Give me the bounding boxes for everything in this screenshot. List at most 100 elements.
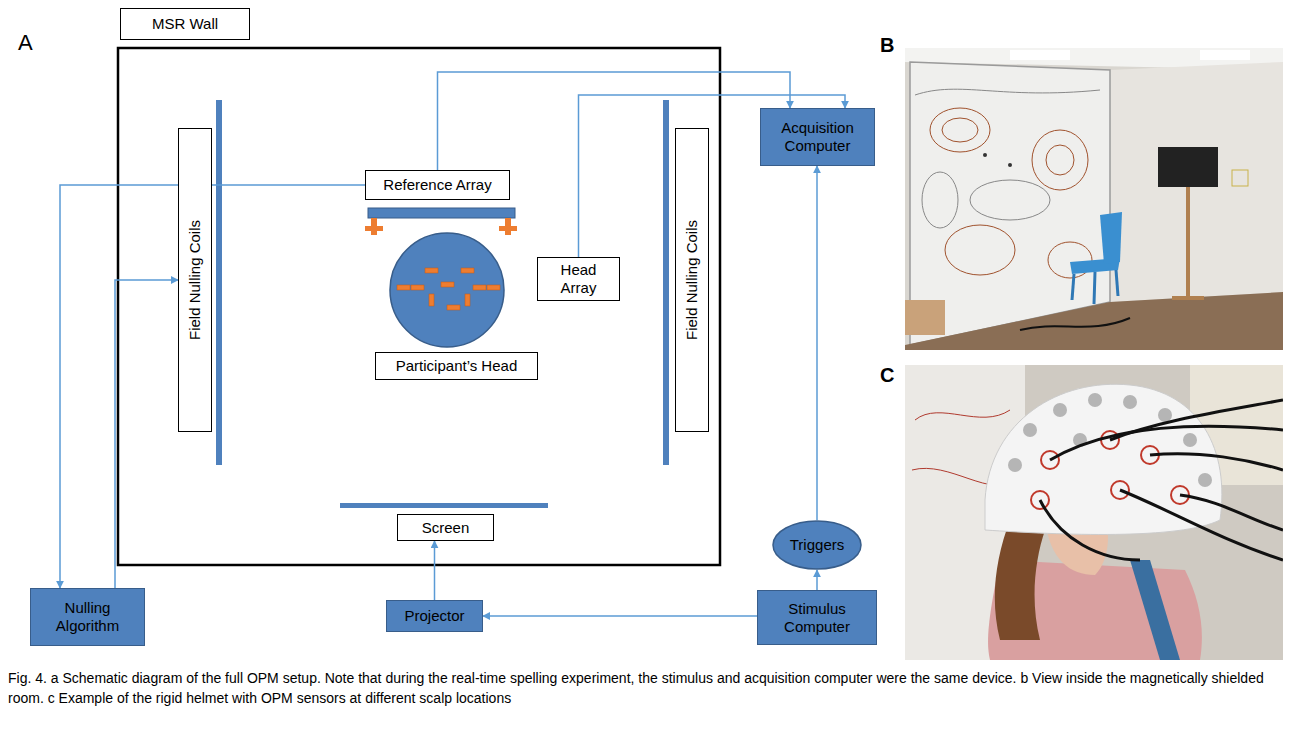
trigger-ellipse: Triggers [772,520,862,570]
node-text: Stimulus Computer [764,600,870,636]
node-text: Acquisition Computer [767,119,868,155]
illustration-part [1158,408,1172,422]
array-label-box: Reference Array [365,170,510,200]
illustration-part [1046,145,1074,175]
illustration-part [922,172,958,228]
illustration-part [465,294,470,306]
illustration-part [930,108,990,152]
node-text: Field Nulling Coils [186,220,204,340]
panel-letter: B [880,34,894,57]
illustration-part [1120,490,1283,560]
wall-label-box: MSR Wall [120,8,250,40]
illustration-part [1110,62,1283,302]
node-text: Reference Array [383,176,491,194]
head-label-box: Participant’s Head [375,352,538,380]
illustration-part [1020,318,1130,330]
coil-label-box: Field Nulling Coils [178,128,212,432]
illustration-part [1183,433,1197,447]
node-text: Participant’s Head [396,357,517,375]
illustration-part [1094,272,1095,304]
coil-bar [663,100,669,465]
figure-caption: Fig. 4. a Schematic diagram of the full … [8,668,1283,709]
illustration-part [995,520,1045,640]
illustration-part [930,108,1092,278]
array-label-box: Head Array [537,257,620,301]
illustration-part [1100,212,1122,264]
reference-sensors [365,218,517,235]
node-text: Projector [404,607,464,625]
node-text: Field Nulling Coils [683,220,701,340]
illustration-part [945,225,1015,275]
illustration-part [1010,50,1070,60]
illustration-part [1150,454,1283,470]
illustration-part [1232,170,1248,186]
process-box: Nulling Algorithm [30,588,145,646]
illustration-part [1158,147,1218,187]
illustration-part [1198,473,1212,487]
signal-arrow [60,185,365,588]
illustration-part [1072,274,1074,300]
illustration-part [1032,130,1088,190]
illustration-part [1110,400,1283,440]
illustration-part [1053,403,1067,417]
screen-bar [340,503,548,508]
illustration-part [905,365,1283,660]
illustration-part [425,268,438,273]
node-text: Screen [422,519,470,537]
illustration-part [1040,400,1283,560]
illustration-part [429,294,434,306]
illustration-part [985,384,1222,534]
illustration-part [441,282,454,287]
signal-arrow [438,72,791,170]
screen-label-box: Screen [397,514,494,541]
illustration-part [915,89,1100,228]
illustration-part [1172,296,1204,300]
node-text: Head Array [544,261,613,297]
illustration-part [1023,423,1037,437]
coil-bar [216,100,222,465]
signal-arrow [434,541,436,600]
illustration-part [1072,270,1118,304]
panel-letter: A [18,30,33,56]
illustration-part [1186,186,1190,298]
illustration-part [970,180,1050,220]
illustration-part [915,89,1100,95]
illustration-part [1130,560,1180,660]
illustration-part [1008,163,1012,167]
illustration-part [905,300,945,335]
illustration-part [1116,270,1118,296]
head-circle [390,233,504,347]
illustration-part [397,285,410,290]
ellipse-shape [773,521,861,569]
illustration-part [499,226,517,231]
illustration-part [1200,50,1250,60]
reference-bar [368,208,515,218]
msr-wall-outline [118,48,720,565]
node-text: Nulling Algorithm [37,599,138,635]
illustration-part [365,226,383,231]
illustration-part [461,268,474,273]
signal-arrow [816,570,818,590]
illustration-part [411,285,424,290]
helmet-photo [905,365,1283,660]
illustration-part [983,153,987,157]
node-text: MSR Wall [152,15,218,33]
illustration-part [473,285,486,290]
computer-box: Acquisition Computer [760,108,875,166]
illustration-part [1008,458,1022,472]
signal-arrow [816,166,818,520]
illustration-part [942,118,978,142]
signal-arrow [483,615,757,617]
room-photo [905,48,1283,350]
illustration-part [1123,395,1137,409]
panel-letter: C [880,364,894,387]
head-sensors [397,268,500,310]
illustration-part [1040,500,1140,560]
illustration-part [1031,431,1189,509]
illustration-part [905,48,1283,350]
illustration-part [1088,393,1102,407]
illustration-part [487,285,500,290]
illustration-part [447,305,460,310]
computer-box: Stimulus Computer [757,590,877,645]
device-box: Projector [386,600,483,632]
